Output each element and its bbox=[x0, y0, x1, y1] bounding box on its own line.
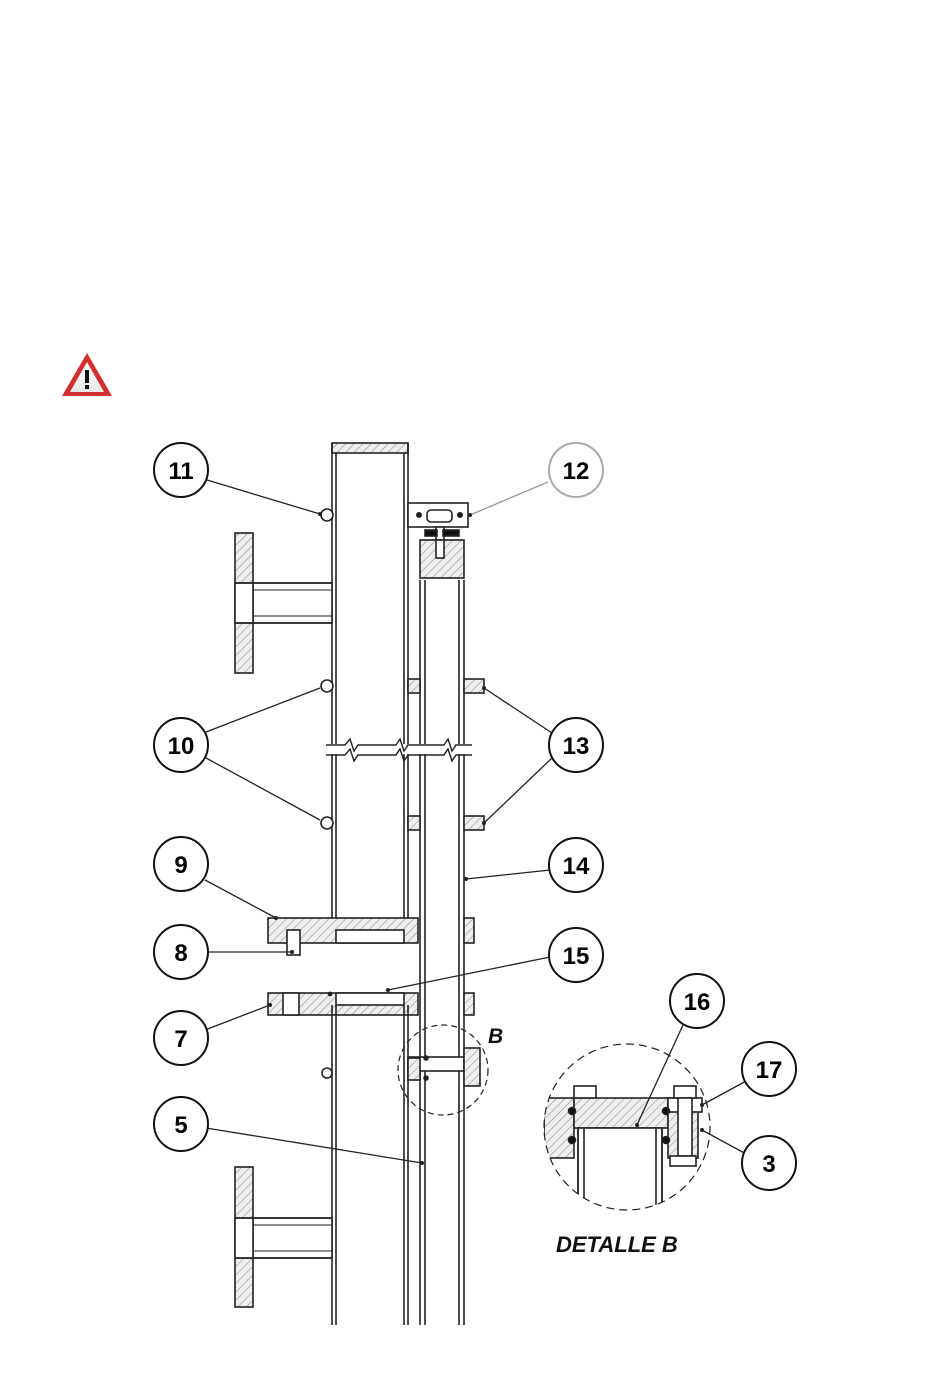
main-column-upper bbox=[332, 443, 408, 930]
callout-16: 16 bbox=[670, 974, 724, 1028]
callout-17: 17 bbox=[742, 1042, 796, 1096]
callout-3: 3 bbox=[742, 1136, 796, 1190]
callout-8: 8 bbox=[154, 925, 208, 979]
svg-text:11: 11 bbox=[168, 458, 193, 485]
callout-13: 13 bbox=[549, 718, 603, 772]
svg-text:16: 16 bbox=[684, 989, 711, 1016]
detail-b-title: DETALLE B bbox=[556, 1232, 678, 1257]
svg-text:9: 9 bbox=[174, 852, 187, 879]
svg-text:13: 13 bbox=[563, 733, 590, 760]
detail-b-view bbox=[544, 1044, 710, 1218]
inlet-flange-top bbox=[235, 533, 332, 673]
svg-text:3: 3 bbox=[762, 1151, 775, 1178]
gauge-tube bbox=[420, 580, 464, 1325]
leader-dots bbox=[268, 512, 704, 1165]
callout-15: 15 bbox=[549, 928, 603, 982]
svg-text:7: 7 bbox=[174, 1026, 187, 1053]
lower-flange bbox=[268, 992, 474, 1015]
callout-11: 11 bbox=[154, 443, 208, 497]
callout-9: 9 bbox=[154, 837, 208, 891]
break-line bbox=[326, 739, 472, 761]
top-bracket bbox=[408, 503, 468, 578]
svg-text:17: 17 bbox=[756, 1057, 783, 1084]
svg-text:12: 12 bbox=[563, 458, 590, 485]
callout-14: 14 bbox=[549, 838, 603, 892]
svg-text:15: 15 bbox=[563, 943, 590, 970]
callout-10: 10 bbox=[154, 718, 208, 772]
svg-text:5: 5 bbox=[174, 1112, 187, 1139]
inlet-flange-bottom bbox=[235, 1167, 332, 1307]
svg-text:14: 14 bbox=[563, 853, 590, 880]
callout-7: 7 bbox=[154, 1011, 208, 1065]
detail-b-marker-circle bbox=[398, 1025, 488, 1115]
svg-text:10: 10 bbox=[168, 733, 195, 760]
callout-12: 12 bbox=[549, 443, 603, 497]
assembly-drawing bbox=[235, 443, 488, 1325]
upper-flange bbox=[268, 918, 474, 955]
detail-b-marker-label: B bbox=[488, 1025, 503, 1048]
svg-text:8: 8 bbox=[174, 940, 187, 967]
main-column-lower bbox=[332, 1005, 408, 1325]
callout-5: 5 bbox=[154, 1097, 208, 1151]
